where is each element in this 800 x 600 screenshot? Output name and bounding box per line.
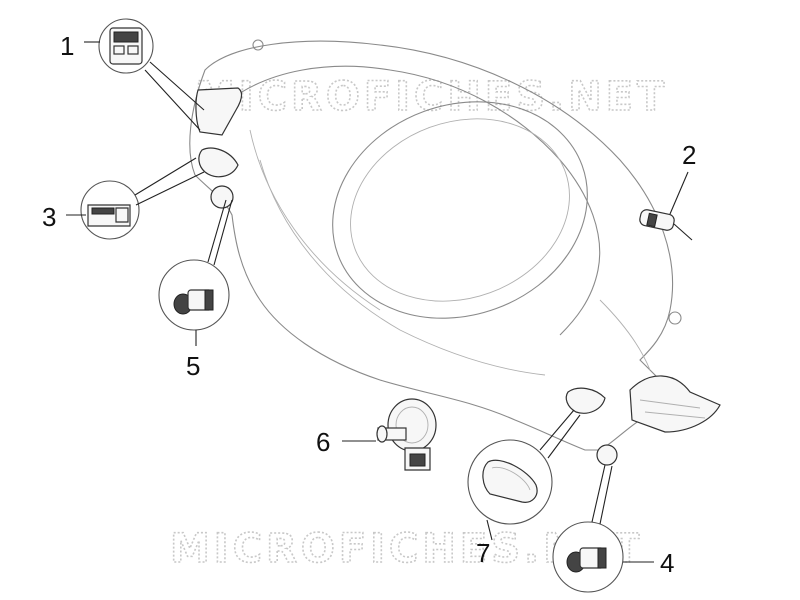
callout-6: 6 <box>316 427 330 457</box>
part-6-ignition-icon <box>376 398 437 471</box>
part-7-lens-icon <box>467 439 553 525</box>
callout-1: 1 <box>60 31 74 61</box>
callout-5: 5 <box>186 351 200 381</box>
part-3-switch-icon <box>80 180 140 240</box>
part-5-button-icon <box>158 259 230 331</box>
part-1-switch-icon <box>98 18 154 74</box>
callout-3: 3 <box>42 202 56 232</box>
part-4-button-icon <box>552 521 624 593</box>
callout-4: 4 <box>660 548 674 578</box>
callout-7: 7 <box>476 538 490 568</box>
callout-2: 2 <box>682 140 696 170</box>
handlebar-cover <box>189 39 721 466</box>
watermark-top: MICROFICHES.NET <box>195 74 668 120</box>
part-2-connector-icon <box>639 209 693 241</box>
